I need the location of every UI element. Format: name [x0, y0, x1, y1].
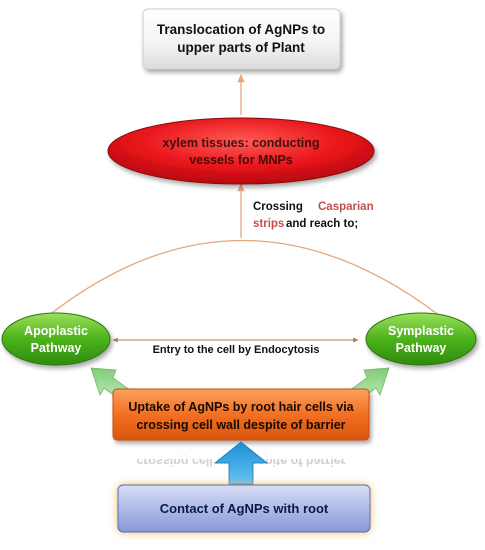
entry-label: Entry to the cell by Endocytosis — [153, 344, 320, 356]
xylem-line2: vessels for MNPs — [189, 153, 293, 167]
symplastic-pathway-node: Symplastic Pathway — [365, 312, 477, 366]
strips-word: strips — [253, 218, 284, 230]
translocation-box: Translocation of AgNPs to upper parts of… — [142, 8, 341, 70]
crossing-word: Crossing — [253, 201, 303, 213]
xylem-ellipse: xylem tissues: conducting vessels for MN… — [107, 117, 375, 185]
uptake-box: Uptake of AgNPs by root hair cells via c… — [112, 388, 370, 441]
xylem-line1: xylem tissues: conducting — [163, 136, 320, 150]
casparian-word: Casparian — [318, 201, 374, 213]
reach-word: and reach to; — [286, 218, 358, 230]
symplastic-line2: Pathway — [396, 341, 447, 355]
arrow-up-icon — [213, 441, 269, 485]
apoplastic-line2: Pathway — [31, 341, 82, 355]
uptake-line2: crossing cell wall despite of barrier — [136, 418, 345, 432]
translocation-line1: Translocation of AgNPs to — [157, 22, 325, 37]
apoplastic-pathway-node: Apoplastic Pathway — [1, 312, 111, 366]
contact-box: Contact of AgNPs with root — [117, 484, 371, 533]
crossing-label: Crossing Casparian strips and reach to; — [244, 192, 374, 234]
apoplastic-line1: Apoplastic — [24, 324, 88, 338]
symplastic-line1: Symplastic — [388, 324, 454, 338]
translocation-line2: upper parts of Plant — [177, 40, 305, 55]
uptake-line1: Uptake of AgNPs by root hair cells via — [128, 400, 354, 414]
contact-label: Contact of AgNPs with root — [160, 501, 329, 516]
connector-arc — [47, 239, 441, 317]
